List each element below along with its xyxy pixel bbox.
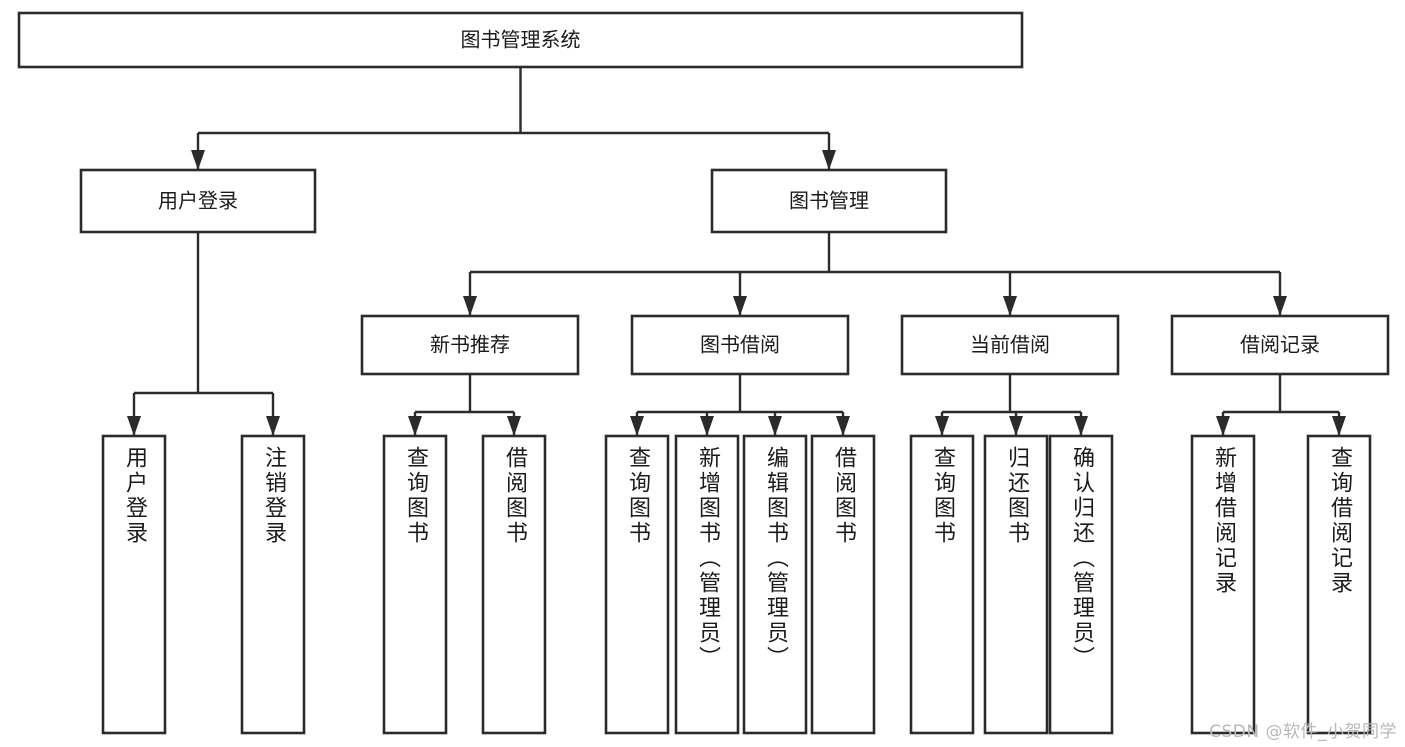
arrow-head-icon-book-manage-1 xyxy=(733,296,747,316)
node-box-book-borrow[interactable] xyxy=(630,314,850,376)
arrow-head-icon-book-manage-0 xyxy=(463,296,477,316)
node-label-book-borrow: 图书借阅 xyxy=(700,333,780,357)
node-box-leaf-return-book[interactable] xyxy=(983,434,1049,735)
node-box-leaf-query-book-1[interactable] xyxy=(382,434,448,735)
node-boxes xyxy=(17,11,1390,735)
node-box-leaf-add-record[interactable] xyxy=(1190,434,1256,735)
node-box-leaf-logout[interactable] xyxy=(240,434,306,735)
node-box-leaf-query-book-3[interactable] xyxy=(909,434,975,735)
arrow-head-icon-book-manage-3 xyxy=(1273,296,1287,316)
node-box-leaf-confirm-return[interactable] xyxy=(1048,434,1114,735)
node-box-leaf-edit-book[interactable] xyxy=(742,434,808,735)
watermark-text: CSDN @软件_小贺同学 xyxy=(1209,722,1397,742)
arrow-head-icon-user-login-1 xyxy=(266,416,280,436)
connector-lines xyxy=(127,67,1346,436)
node-label-book-manage: 图书管理 xyxy=(789,189,869,213)
arrow-head-icon-root-1 xyxy=(822,150,836,170)
arrow-head-icon-new-book-rec-0 xyxy=(408,416,422,436)
arrow-head-icon-current-borrow-2 xyxy=(1074,416,1088,436)
node-box-user-login[interactable] xyxy=(79,168,317,234)
arrow-head-icon-book-borrow-0 xyxy=(630,416,644,436)
node-label-root: 图书管理系统 xyxy=(461,28,581,52)
node-label-borrow-record: 借阅记录 xyxy=(1240,333,1320,357)
node-box-leaf-query-book-2[interactable] xyxy=(604,434,670,735)
arrow-head-icon-borrow-record-0 xyxy=(1216,416,1230,436)
node-label-user-login: 用户登录 xyxy=(158,189,238,213)
arrow-head-icon-current-borrow-1 xyxy=(1009,416,1023,436)
node-box-leaf-query-record[interactable] xyxy=(1306,434,1372,735)
node-box-book-manage[interactable] xyxy=(710,168,948,234)
arrow-head-icon-borrow-record-1 xyxy=(1332,416,1346,436)
node-box-root[interactable] xyxy=(17,11,1024,69)
node-box-leaf-user-login[interactable] xyxy=(101,434,167,735)
arrow-head-icon-root-0 xyxy=(191,150,205,170)
arrow-head-icon-book-manage-2 xyxy=(1003,296,1017,316)
node-box-leaf-add-book[interactable] xyxy=(674,434,740,735)
node-box-leaf-borrow-book-1[interactable] xyxy=(481,434,547,735)
node-box-current-borrow[interactable] xyxy=(900,314,1120,376)
node-label-new-book-rec: 新书推荐 xyxy=(430,333,510,357)
arrow-head-icon-book-borrow-2 xyxy=(768,416,782,436)
arrow-head-icon-current-borrow-0 xyxy=(935,416,949,436)
arrow-head-icon-new-book-rec-1 xyxy=(507,416,521,436)
arrow-head-icon-book-borrow-1 xyxy=(700,416,714,436)
arrow-head-icon-book-borrow-3 xyxy=(836,416,850,436)
arrow-head-icon-user-login-0 xyxy=(127,416,141,436)
node-label-current-borrow: 当前借阅 xyxy=(970,333,1050,357)
node-box-borrow-record[interactable] xyxy=(1170,314,1390,376)
node-box-leaf-borrow-book-2[interactable] xyxy=(810,434,876,735)
node-box-new-book-rec[interactable] xyxy=(360,314,580,376)
